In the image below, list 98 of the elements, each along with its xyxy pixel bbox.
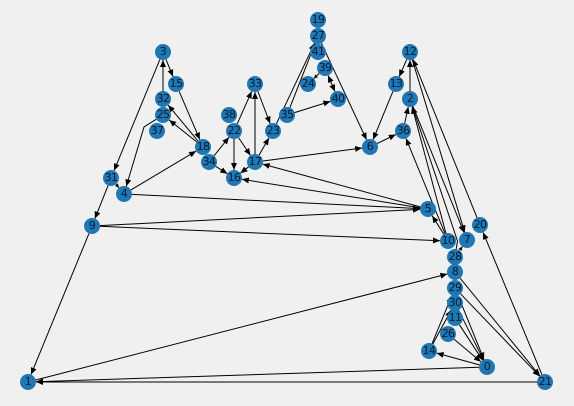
arrow <box>166 58 174 78</box>
node-circle: 16 <box>226 170 242 186</box>
arrow <box>482 232 542 376</box>
arrow <box>257 91 271 124</box>
node-circle: 27 <box>310 28 326 44</box>
arrow <box>412 59 466 233</box>
node-circle: 24 <box>300 76 316 92</box>
node-circle: 40 <box>330 91 346 107</box>
node-circle: 4 <box>116 186 132 202</box>
arrow <box>407 60 413 92</box>
arrow <box>262 162 421 208</box>
node-circle: 2 <box>402 91 418 107</box>
arrow <box>241 177 421 208</box>
node-circle: 20 <box>472 217 488 233</box>
arrow <box>35 272 448 380</box>
arrow <box>432 310 452 344</box>
node-circle: 12 <box>402 44 418 60</box>
node-circle: 19 <box>310 12 326 28</box>
arrow <box>240 166 250 174</box>
arrow <box>94 184 109 220</box>
node-circle: 10 <box>440 233 456 249</box>
arrow <box>404 106 410 124</box>
arrow <box>114 58 160 172</box>
arrow <box>406 138 446 234</box>
arrow <box>36 379 538 385</box>
arrow <box>432 215 444 235</box>
arrow <box>372 90 394 140</box>
arrow <box>460 278 540 376</box>
arrow <box>130 150 197 190</box>
node-circle: 35 <box>279 107 295 123</box>
arrow <box>168 120 198 142</box>
node-circle: 7 <box>459 232 475 248</box>
arrow <box>160 60 166 92</box>
arrow <box>125 118 157 187</box>
node-circle: 31 <box>103 170 119 186</box>
arrow <box>236 90 252 124</box>
arrow <box>412 106 465 234</box>
node-circle: 39 <box>317 60 333 76</box>
arrow <box>436 352 480 366</box>
arrow <box>258 137 270 156</box>
node-circle: 32 <box>155 91 171 107</box>
arrow <box>410 106 446 234</box>
arrow <box>238 137 251 156</box>
node-circle: 6 <box>362 139 378 155</box>
arrow <box>458 310 484 360</box>
arrow <box>376 134 396 144</box>
node-circle: 29 <box>447 280 463 296</box>
arrow <box>178 90 200 140</box>
arrow <box>231 138 237 170</box>
arrow <box>36 366 480 384</box>
node-circle: 26 <box>440 326 456 342</box>
arrow <box>276 42 316 124</box>
arrow <box>458 246 463 251</box>
arrow <box>313 73 320 79</box>
node-circle: 9 <box>84 218 100 234</box>
node-circle: 22 <box>226 123 242 139</box>
arrow <box>100 206 420 226</box>
arrow <box>412 58 478 218</box>
node-circle: 23 <box>265 123 281 139</box>
arrow <box>262 146 363 162</box>
arrow <box>412 106 458 250</box>
node-circle: 3 <box>155 44 171 60</box>
arrow <box>215 166 228 174</box>
node-circle: 41 <box>310 44 326 60</box>
arrow <box>168 104 198 142</box>
node-circle: 14 <box>421 343 437 359</box>
node-circle: 37 <box>149 123 165 139</box>
node-circle: 34 <box>201 154 217 170</box>
node-circle: 1 <box>20 374 36 390</box>
arrow <box>114 183 120 188</box>
node-circle: 25 <box>155 107 171 123</box>
node-circle: 13 <box>388 76 404 92</box>
node-circle: 8 <box>447 264 463 280</box>
node-circle: 38 <box>221 107 237 123</box>
arrow <box>252 92 258 154</box>
node-circle: 15 <box>168 76 184 92</box>
node-circle: 36 <box>395 123 411 139</box>
arrow <box>454 338 482 362</box>
arrow <box>398 58 408 78</box>
arrow <box>289 42 316 108</box>
arrow <box>328 74 336 92</box>
arrow <box>132 194 420 212</box>
arrow <box>320 42 368 140</box>
arrow <box>294 100 331 114</box>
arrow <box>214 136 230 156</box>
arrow <box>30 232 90 376</box>
node-circle: 17 <box>247 154 263 170</box>
node-circle: 33 <box>247 76 263 92</box>
arrow <box>458 324 484 361</box>
arrow <box>100 226 440 244</box>
node-circle: 28 <box>447 249 463 265</box>
node-circle: 5 <box>420 201 436 217</box>
node-circle: 21 <box>537 374 553 390</box>
node-circle: 30 <box>447 295 463 311</box>
node-circle: 0 <box>479 359 495 375</box>
arrow <box>460 293 540 377</box>
node-circle: 18 <box>195 139 211 155</box>
node-circle: 11 <box>447 310 463 326</box>
